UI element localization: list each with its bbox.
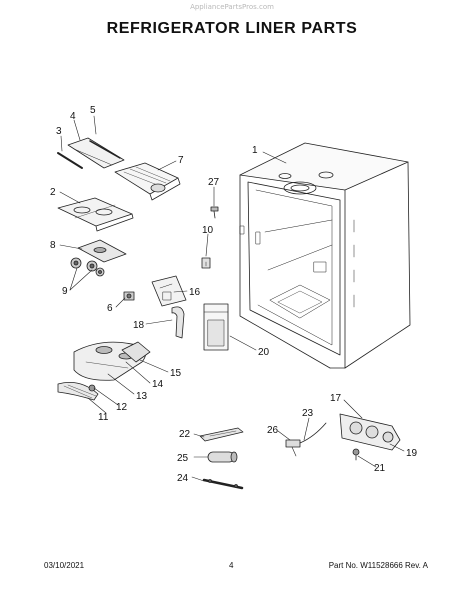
callout-16: 16 [189,287,201,298]
footer-part-number: Part No. W11528666 Rev. A [328,561,428,570]
bracket-part-8 [77,239,127,263]
callout-1: 1 [252,145,258,156]
callout-5: 5 [90,105,96,116]
callout-10: 10 [202,225,214,236]
rail-part-4-5 [67,137,125,169]
callout-7: 7 [178,155,184,166]
watermark: AppliancePartsPros.com [190,3,274,11]
callout-23: 23 [302,408,314,419]
shelf-part-2 [57,197,134,232]
clip-part-6 [123,291,135,301]
footer-date: 03/10/2021 [44,561,85,570]
callout-11: 11 [98,412,109,423]
cylinder-part-25 [207,451,238,463]
callout-6: 6 [107,303,113,314]
page-title: REFRIGERATOR LINER PARTS [106,20,358,37]
callout-17: 17 [330,393,342,404]
callout-21: 21 [374,463,386,474]
callout-3: 3 [56,126,62,137]
rail-part-22 [199,427,244,442]
callout-labels: 1 2 3 4 5 6 7 8 9 10 11 12 13 14 15 16 1… [50,105,418,484]
grille-part-11-12 [57,381,99,401]
bracket-part-10 [201,257,211,269]
screw-part-27 [210,206,219,219]
fan-housing-part-17-19-21 [339,413,401,461]
callout-15: 15 [170,368,182,379]
rod-part-3 [57,152,83,169]
callout-20: 20 [258,347,270,358]
callout-22: 22 [179,429,191,440]
hinge-part-18 [171,306,185,339]
callout-8: 8 [50,240,56,251]
callout-27: 27 [208,177,220,188]
sensor-part-23-26 [285,422,327,457]
callout-12: 12 [116,402,128,413]
callout-4: 4 [70,111,76,122]
cover-part-7 [114,162,181,201]
panel-part-20 [203,303,229,351]
callout-18: 18 [133,320,145,331]
footer-page-number: 4 [229,561,234,570]
callout-25: 25 [177,453,189,464]
callout-9: 9 [62,286,68,297]
callout-26: 26 [267,425,279,436]
callout-2: 2 [50,187,56,198]
crisper-part-13-14-15 [73,341,151,381]
callout-19: 19 [406,448,418,459]
gears-part-9 [70,257,105,277]
callout-14: 14 [152,379,164,390]
callout-24: 24 [177,473,189,484]
bar-part-24 [202,478,244,490]
housing-part-16 [151,275,187,307]
callout-leaders [59,115,405,482]
callout-13: 13 [136,391,148,402]
liner-cabinet [239,142,411,369]
